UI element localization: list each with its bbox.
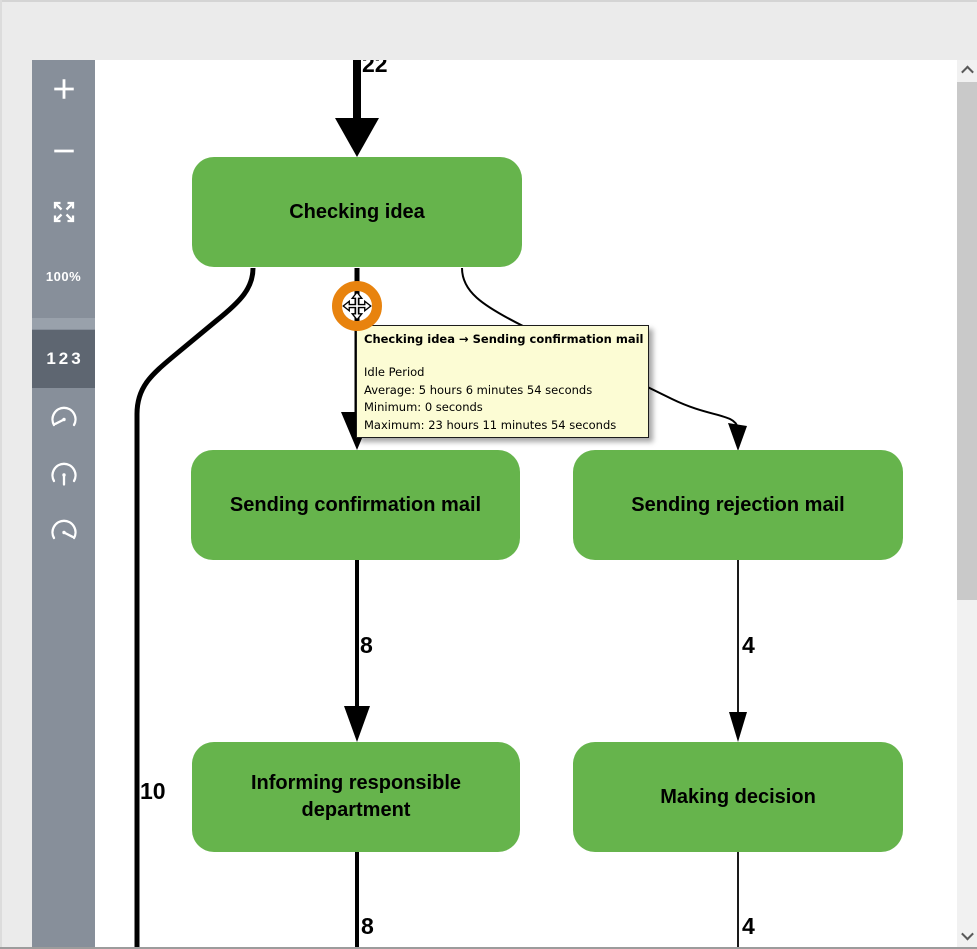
zoom-in-button[interactable] [32, 60, 95, 123]
tooltip-average: Average: 5 hours 6 minutes 54 seconds [364, 382, 593, 397]
diagram-toolbar: 100% 123 [32, 60, 95, 947]
edge-frequency-label: 4 [742, 913, 755, 939]
chevron-down-icon [960, 927, 974, 940]
chevron-up-icon [960, 65, 974, 78]
window-bottom-border [0, 947, 977, 949]
edge-hover-ring [332, 281, 382, 331]
performance-min-button[interactable] [32, 393, 95, 448]
arrowhead-informing [344, 706, 370, 742]
edge-tooltip: Checking idea → Sending confirmation mai… [356, 325, 649, 438]
window-left-border [0, 0, 2, 949]
vertical-scrollbar[interactable] [957, 60, 977, 947]
frequency-view-button[interactable]: 123 [32, 330, 95, 388]
arrowhead-checking-idea [335, 118, 379, 157]
performance-max-button[interactable] [32, 506, 95, 562]
tooltip-maximum: Maximum: 23 hours 11 minutes 54 seconds [364, 417, 617, 432]
scrollbar-thumb[interactable] [957, 82, 977, 600]
edge-frequency-label: 8 [360, 632, 373, 658]
toolbar-divider [32, 318, 95, 329]
edge-frequency-label: 10 [140, 778, 166, 804]
edge-checking-idea-left[interactable] [134, 267, 256, 947]
fit-to-screen-button[interactable] [32, 184, 95, 245]
tooltip-minimum: Minimum: 0 seconds [364, 400, 483, 414]
edge-frequency-label: 8 [361, 913, 374, 939]
plus-icon [51, 76, 77, 107]
node-checking-idea[interactable]: Checking idea [192, 157, 522, 267]
minus-icon [51, 138, 77, 169]
gauge-mid-icon [49, 461, 79, 493]
process-map-canvas[interactable]: Checking idea Sending confirmation mail … [95, 60, 957, 947]
node-sending-rejection-mail[interactable]: Sending rejection mail [573, 450, 903, 560]
zoom-level-indicator[interactable]: 100% [45, 268, 82, 284]
edge-frequency-label: 22 [362, 60, 388, 77]
scroll-down-button[interactable] [957, 925, 977, 945]
node-informing-responsible-department[interactable]: Informing responsible department [192, 742, 520, 852]
tooltip-section-label: Idle Period [364, 365, 425, 379]
gauge-high-icon [49, 518, 79, 550]
arrowhead-decision [729, 712, 747, 742]
zoom-out-button[interactable] [32, 123, 95, 184]
gauge-low-icon [49, 405, 79, 437]
move-cursor-icon [342, 291, 372, 321]
edge-frequency-label: 4 [742, 632, 755, 658]
expand-arrows-icon [51, 199, 77, 230]
node-sending-confirmation-mail[interactable]: Sending confirmation mail [191, 450, 520, 560]
window-top-border [0, 0, 977, 2]
node-making-decision[interactable]: Making decision [573, 742, 903, 852]
performance-avg-button[interactable] [32, 449, 95, 505]
arrowhead-rejection [728, 423, 747, 451]
tooltip-title: Checking idea → Sending confirmation mai… [364, 332, 644, 346]
scroll-up-button[interactable] [957, 60, 977, 80]
